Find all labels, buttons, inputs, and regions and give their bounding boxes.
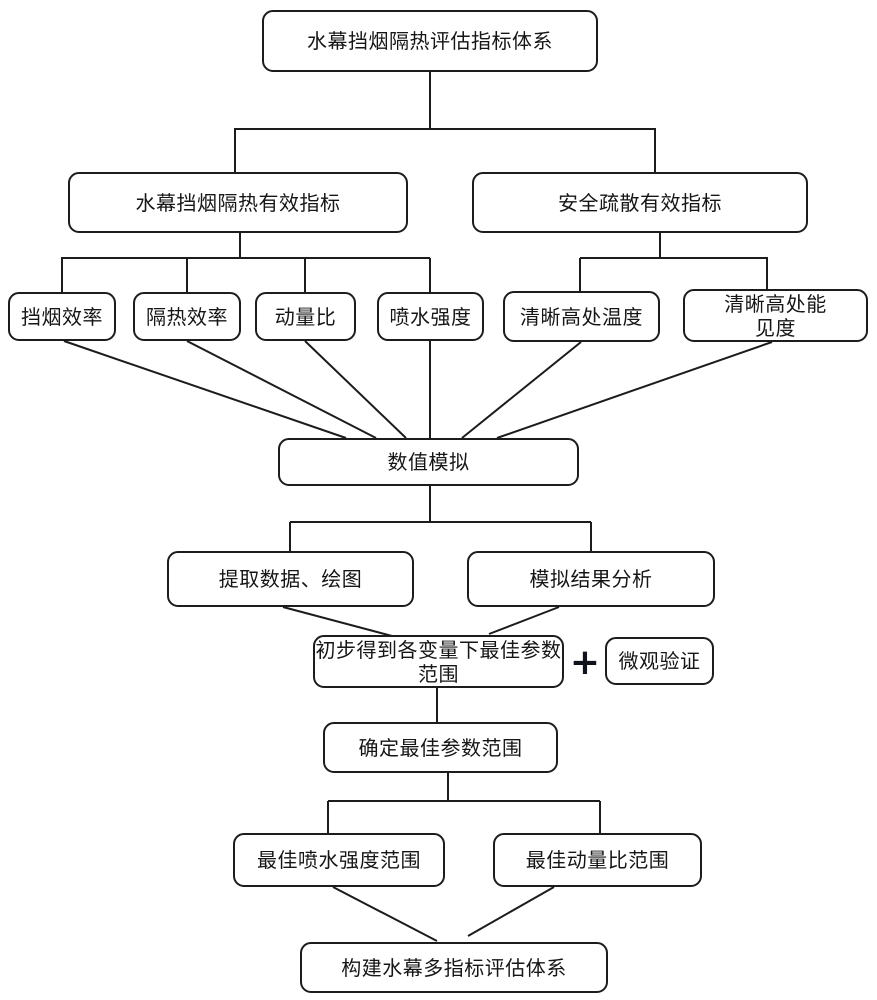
node-build-system: 构建水幕多指标评估体系 bbox=[300, 942, 608, 993]
node-numerical-simulation: 数值模拟 bbox=[278, 438, 579, 486]
node-effective-index: 水幕挡烟隔热有效指标 bbox=[68, 172, 408, 233]
connector-converge-preliminary bbox=[282, 606, 560, 637]
connector-simulation-branch bbox=[289, 486, 592, 551]
node-micro-validation: 微观验证 bbox=[605, 637, 714, 685]
connector-converge-build bbox=[332, 886, 555, 942]
connector-effective-branch bbox=[61, 233, 431, 292]
connector-confirm-branch bbox=[327, 773, 601, 833]
plus-sign: + bbox=[569, 641, 601, 683]
node-momentum-ratio: 动量比 bbox=[255, 292, 356, 341]
connector-evacuation-branch bbox=[579, 233, 768, 291]
node-smoke-block-efficiency: 挡烟效率 bbox=[8, 292, 116, 341]
node-confirm-range: 确定最佳参数范围 bbox=[323, 722, 558, 773]
node-evacuation-index: 安全疏散有效指标 bbox=[472, 172, 808, 233]
node-insulation-efficiency: 隔热效率 bbox=[133, 292, 241, 341]
node-clear-height-temperature: 清晰高处温度 bbox=[503, 291, 660, 342]
node-spray-intensity: 喷水强度 bbox=[377, 292, 484, 341]
node-extract-data: 提取数据、绘图 bbox=[167, 551, 414, 607]
node-clear-height-visibility: 清晰高处能 见度 bbox=[683, 289, 868, 342]
node-best-spray-range: 最佳喷水强度范围 bbox=[233, 833, 445, 887]
node-preliminary-range: 初步得到各变量下最佳参数 范围 bbox=[313, 635, 564, 688]
node-root: 水幕挡烟隔热评估指标体系 bbox=[262, 10, 598, 72]
connector-converge-simulation bbox=[63, 340, 773, 439]
node-result-analysis: 模拟结果分析 bbox=[467, 551, 715, 607]
connector-root-branch bbox=[234, 72, 656, 172]
node-best-momentum-range: 最佳动量比范围 bbox=[493, 833, 702, 887]
